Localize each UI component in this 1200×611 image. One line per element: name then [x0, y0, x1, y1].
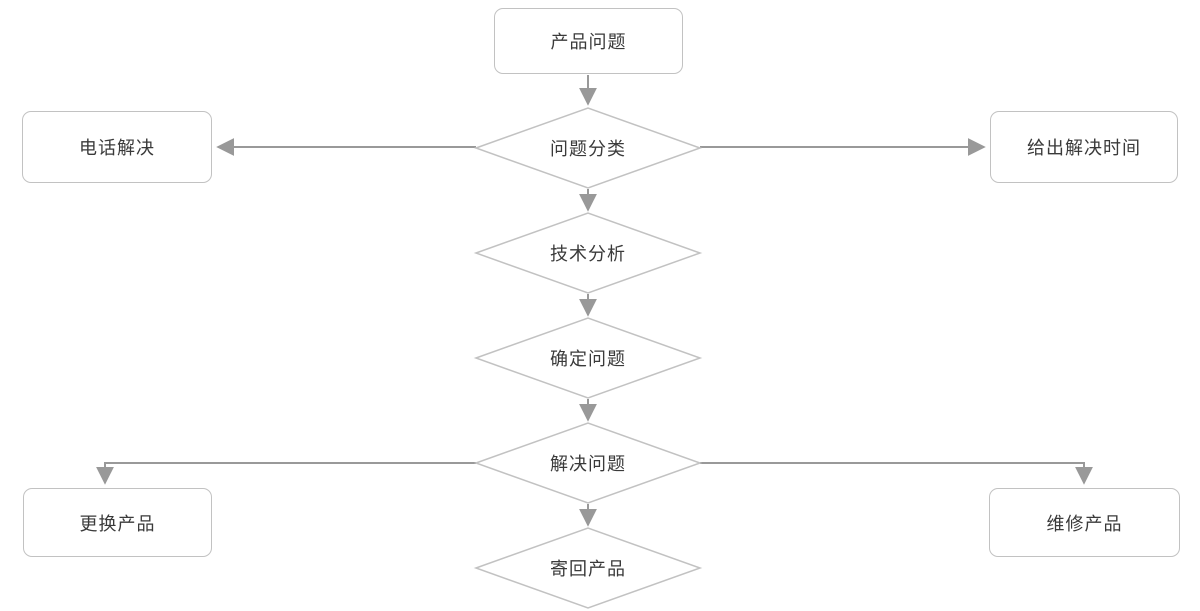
diamond-solve-issue-shape	[473, 422, 703, 504]
node-repair-product-label: 维修产品	[1046, 513, 1123, 534]
node-phone-resolve-label: 电话解决	[79, 138, 155, 158]
edge-solve-issue-to-repair-product	[700, 462, 1093, 485]
diamond-tech-analysis-shape	[473, 212, 703, 294]
diamond-classify-shape	[473, 107, 703, 189]
node-product-issue: 产品问题	[494, 8, 683, 74]
node-product-issue-label: 产品问题	[550, 32, 627, 52]
node-repair-product: 维修产品	[989, 488, 1180, 557]
node-give-time: 给出解决时间	[990, 111, 1178, 183]
node-give-time-label: 给出解决时间	[1027, 138, 1141, 158]
edge-solve-issue-to-replace-product	[96, 462, 476, 485]
diamond-return-product-shape	[473, 527, 703, 609]
node-replace-product-label: 更换产品	[79, 513, 156, 534]
node-phone-resolve: 电话解决	[22, 111, 212, 183]
node-replace-product: 更换产品	[23, 488, 212, 557]
diamond-confirm-issue-shape	[473, 317, 703, 399]
